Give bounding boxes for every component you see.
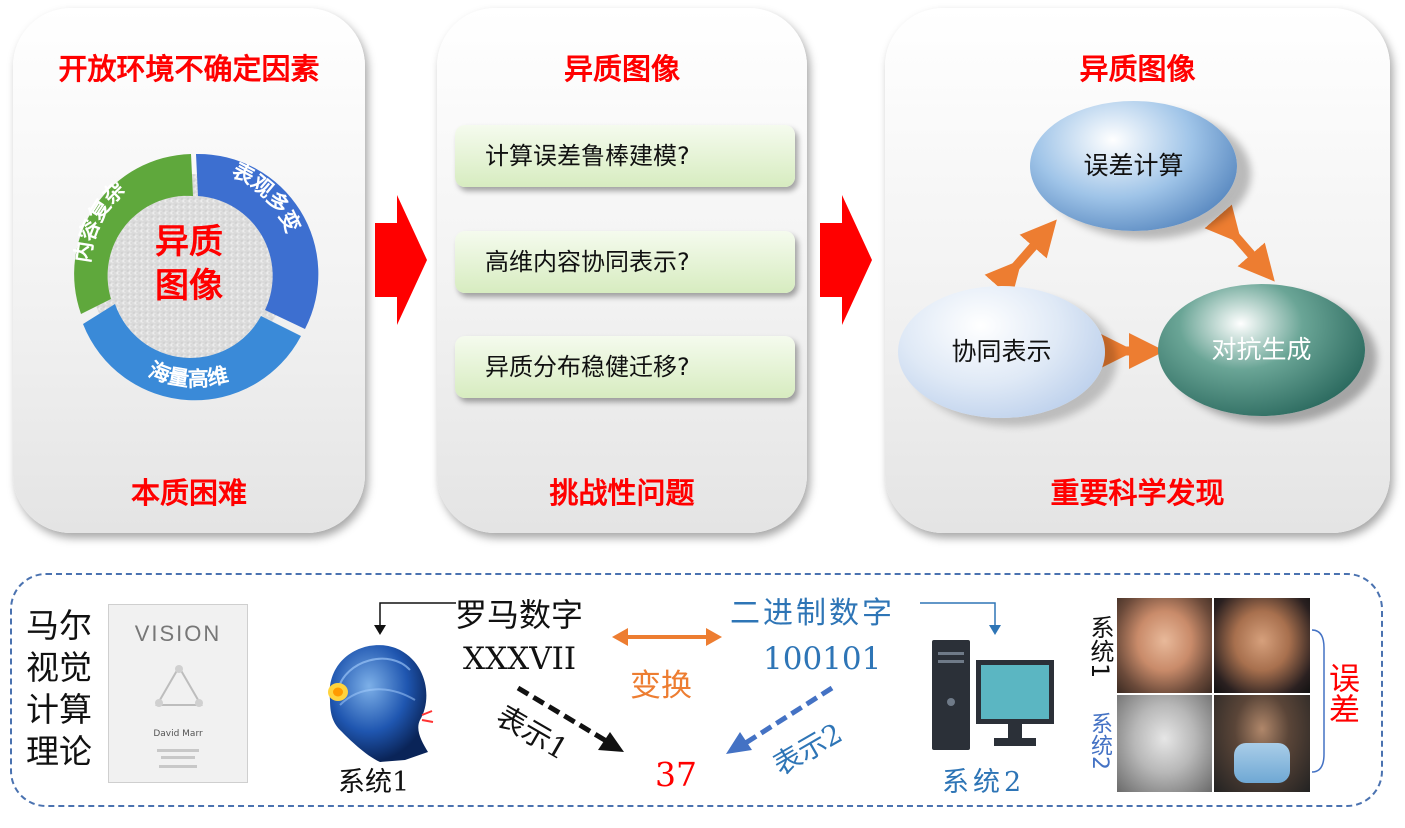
ring-center-label: 异质 图像 <box>155 222 223 306</box>
book-triangle-icon <box>155 665 203 707</box>
node-error-computation: 误差计算 <box>1030 101 1237 231</box>
panel-essential-difficulty: 开放环境不确定因素 内容复杂 表观多变 海量高维 <box>13 8 365 533</box>
face-photo-woman-gray <box>1117 695 1212 792</box>
ring-center-texture <box>90 174 286 370</box>
marr-theory-label: 马尔 视觉 计算 理论 <box>26 606 92 771</box>
ring-segment-blue <box>196 153 319 329</box>
human-brain-icon <box>328 645 434 762</box>
face-system2-label: 系统2 <box>1087 712 1112 770</box>
binary-value: 100101 <box>763 641 882 677</box>
panel-discoveries: 异质图像 误差计算 协同表示 对抗生成 重要科学发现 <box>885 8 1390 533</box>
binary-label: 二进制数字 <box>730 596 895 631</box>
result-value: 37 <box>655 755 697 794</box>
mask-shape <box>1234 743 1290 783</box>
representation2-arrow <box>726 685 834 754</box>
roman-value: XXXVII <box>463 641 577 677</box>
arrow-error-adversarial <box>1204 204 1275 282</box>
node-adversarial-generation: 对抗生成 <box>1158 284 1365 416</box>
system1-label: 系统1 <box>338 767 410 798</box>
question-robust-transfer: 异质分布稳健迁移? <box>455 336 795 398</box>
arrow-collab-error <box>984 219 1057 299</box>
computer-icon <box>932 640 1054 750</box>
flow-arrow-1 <box>375 195 427 325</box>
transform-label: 变换 <box>630 668 692 704</box>
panel1-title: 开放环境不确定因素 <box>58 52 320 86</box>
roman-label: 罗马数字 <box>455 596 584 634</box>
face-photo-man-color <box>1214 598 1310 693</box>
node-collab-representation: 协同表示 <box>898 286 1105 418</box>
question-collab-representation: 高维内容协同表示? <box>455 231 795 293</box>
face-system1-label: 系统1 <box>1086 615 1114 679</box>
face-photo-woman-color <box>1117 598 1212 693</box>
face-photo-man-masked <box>1214 695 1310 792</box>
panel1-footer: 本质困难 <box>130 476 247 510</box>
question-error-modeling: 计算误差鲁棒建模? <box>455 125 795 187</box>
panel3-title: 异质图像 <box>1079 52 1196 86</box>
panel-challenges: 异质图像 计算误差鲁棒建模? 高维内容协同表示? 异质分布稳健迁移? 挑战性问题 <box>437 8 807 533</box>
binary-to-computer-connector <box>920 602 1001 635</box>
ring-segment-green <box>74 154 193 314</box>
error-bracket <box>1311 629 1325 773</box>
panel2-footer: 挑战性问题 <box>549 476 695 510</box>
representation1-arrow <box>516 685 624 752</box>
panel2-title: 异质图像 <box>563 52 680 86</box>
system2-label: 系统2 <box>942 767 1026 798</box>
ring-segment-lightblue <box>83 304 301 401</box>
discovery-arrows <box>984 204 1275 369</box>
error-label: 误差 <box>1323 662 1359 724</box>
uncertainty-ring: 内容复杂 表观多变 海量高维 <box>70 153 319 401</box>
vision-book-cover: VISION David Marr <box>108 604 248 783</box>
book-author: David Marr <box>153 729 203 739</box>
book-title: VISION <box>134 621 222 646</box>
roman-to-brain-connector <box>374 602 456 635</box>
transform-arrow <box>612 628 722 646</box>
marr-theory-region <box>10 573 1383 807</box>
flow-arrow-2 <box>820 195 872 325</box>
panel3-footer: 重要科学发现 <box>1050 476 1225 510</box>
